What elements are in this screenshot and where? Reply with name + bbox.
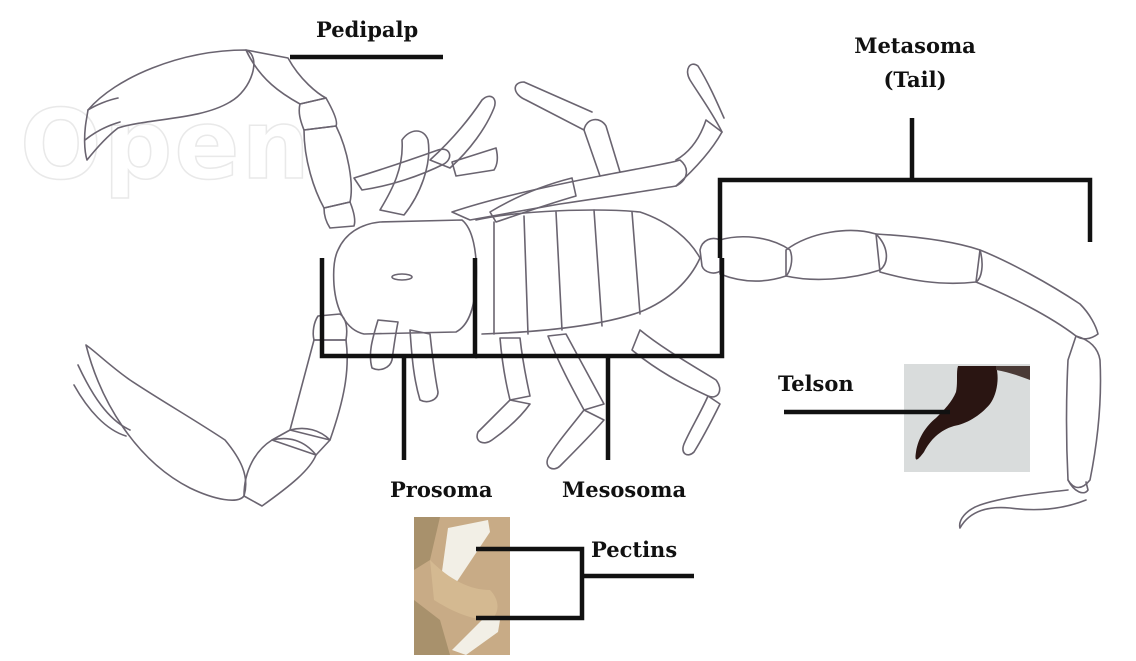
metasoma-drawing [700,231,1101,528]
metasoma-label-line1: Metasoma [840,33,990,59]
mesosoma-drawing [476,210,700,334]
prosoma-label: Prosoma [390,477,493,503]
metasoma-label: Metasoma (Tail) [840,33,990,93]
prosoma-bracket [322,258,475,356]
telson-photo [904,364,1030,472]
pectins-photo [414,517,510,655]
pectins-label: Pectins [591,537,677,563]
upper-legs-drawing [354,64,724,222]
metasoma-bracket [720,180,1090,258]
mesosoma-label: Mesosoma [562,477,686,503]
median-eyes-drawing [392,274,412,280]
pedipalp-label: Pedipalp [316,17,418,43]
lower-legs-drawing [370,320,720,469]
telson-label: Telson [778,371,854,397]
watermark-text: Open [20,89,312,201]
metasoma-label-line2: (Tail) [840,67,990,93]
carapace-drawing [334,220,477,334]
lower-pedipalp-drawing [74,314,347,506]
